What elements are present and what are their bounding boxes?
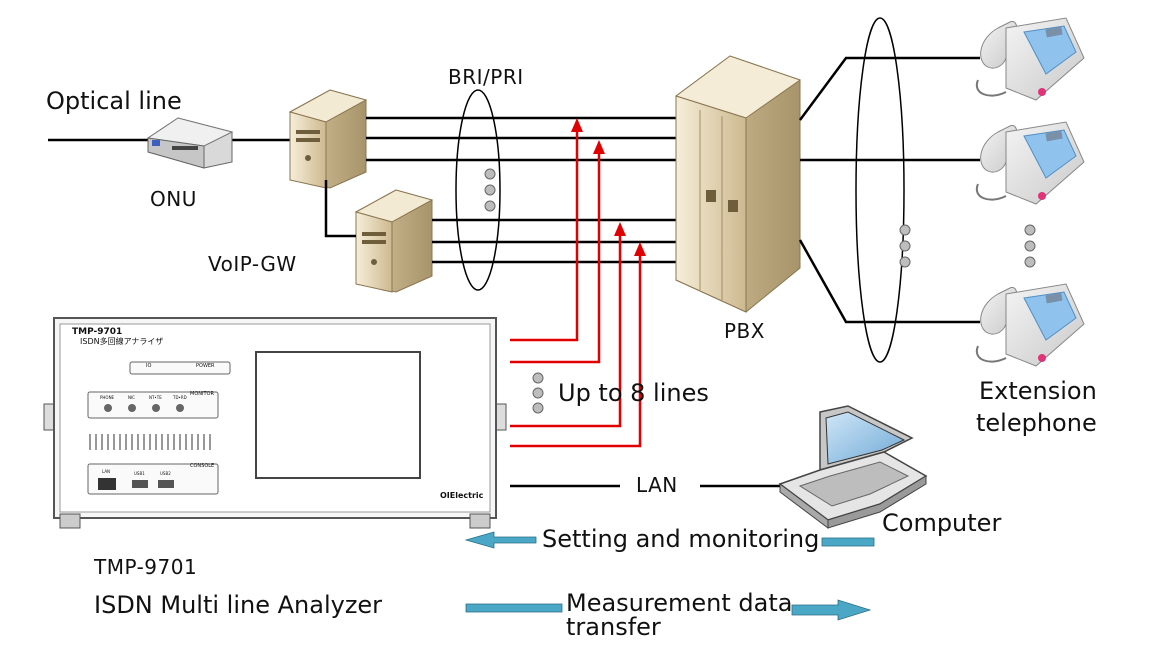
voip-gw-label: VoIP-GW	[208, 252, 297, 276]
device-model-label: TMP-9701	[94, 555, 198, 579]
measurement-lines	[510, 128, 642, 448]
telephone-2	[975, 121, 1085, 205]
device-name-label: ISDN Multi line Analyzer	[94, 591, 383, 619]
measurement-transfer-arrow-right	[791, 599, 872, 621]
onu-device	[146, 117, 234, 169]
measurement-transfer-arrow-tail	[465, 603, 563, 613]
panel-brand: OIElectric	[440, 491, 484, 500]
panel-port-label-1: PHONE	[100, 395, 115, 400]
telephone-1	[975, 17, 1085, 101]
panel-console-label: CONSOLE	[190, 463, 215, 469]
transfer-label: transfer	[566, 613, 661, 641]
panel-subtitle: ISDN多回線アナライザ	[80, 337, 164, 346]
telephone-3	[975, 283, 1085, 367]
setting-monitoring-label: Setting and monitoring	[542, 525, 820, 553]
panel-model: TMP-9701	[72, 327, 123, 337]
onu-label: ONU	[150, 187, 197, 211]
computer-label: Computer	[882, 509, 1002, 537]
panel-port-label-3: NT•TE	[149, 395, 162, 400]
panel-port-label-4: TD•RD	[173, 395, 187, 400]
bri-pri-lines	[366, 116, 688, 264]
extension-lines	[798, 56, 980, 324]
panel-io-label: IO	[146, 363, 152, 369]
telephone-label: telephone	[976, 409, 1097, 437]
gw-interconnect	[324, 180, 356, 238]
computer-laptop	[778, 405, 928, 529]
panel-usb-label-1: LAN	[102, 469, 111, 474]
extension-ellipsis-dots-2	[1024, 224, 1036, 268]
bri-pri-label: BRI/PRI	[448, 65, 524, 89]
optical-line-label: Optical line	[46, 87, 182, 115]
panel-port-label-2: NIC	[128, 395, 135, 400]
panel-monitor-label: MONITOR	[190, 391, 214, 397]
measurement-arrowheads	[571, 118, 646, 256]
pbx-cabinet	[674, 55, 802, 313]
pbx-label: PBX	[724, 319, 765, 343]
voip-gw-server-2	[354, 189, 434, 293]
extension-label: Extension	[979, 377, 1097, 405]
analyzer-device	[43, 317, 507, 529]
panel-usb-label-2: USB1	[134, 471, 145, 476]
voip-gw-server-1	[288, 89, 368, 189]
panel-power-label: POWER	[196, 363, 215, 369]
extension-ellipsis-dots-1	[899, 224, 911, 268]
bri-pri-ellipsis-dots	[484, 168, 496, 212]
measurement-data-label: Measurement data	[566, 589, 793, 617]
lan-label: LAN	[636, 473, 678, 497]
bri-pri-bundle-ellipse	[455, 89, 501, 291]
setting-monitoring-arrow-left	[464, 531, 537, 549]
up-to-8-lines-dots	[532, 372, 544, 414]
up-to-8-lines-label: Up to 8 lines	[558, 379, 709, 407]
setting-monitoring-arrow-tail	[821, 537, 875, 547]
panel-usb-label-3: USB2	[160, 471, 171, 476]
extension-bundle-ellipse	[855, 17, 905, 363]
